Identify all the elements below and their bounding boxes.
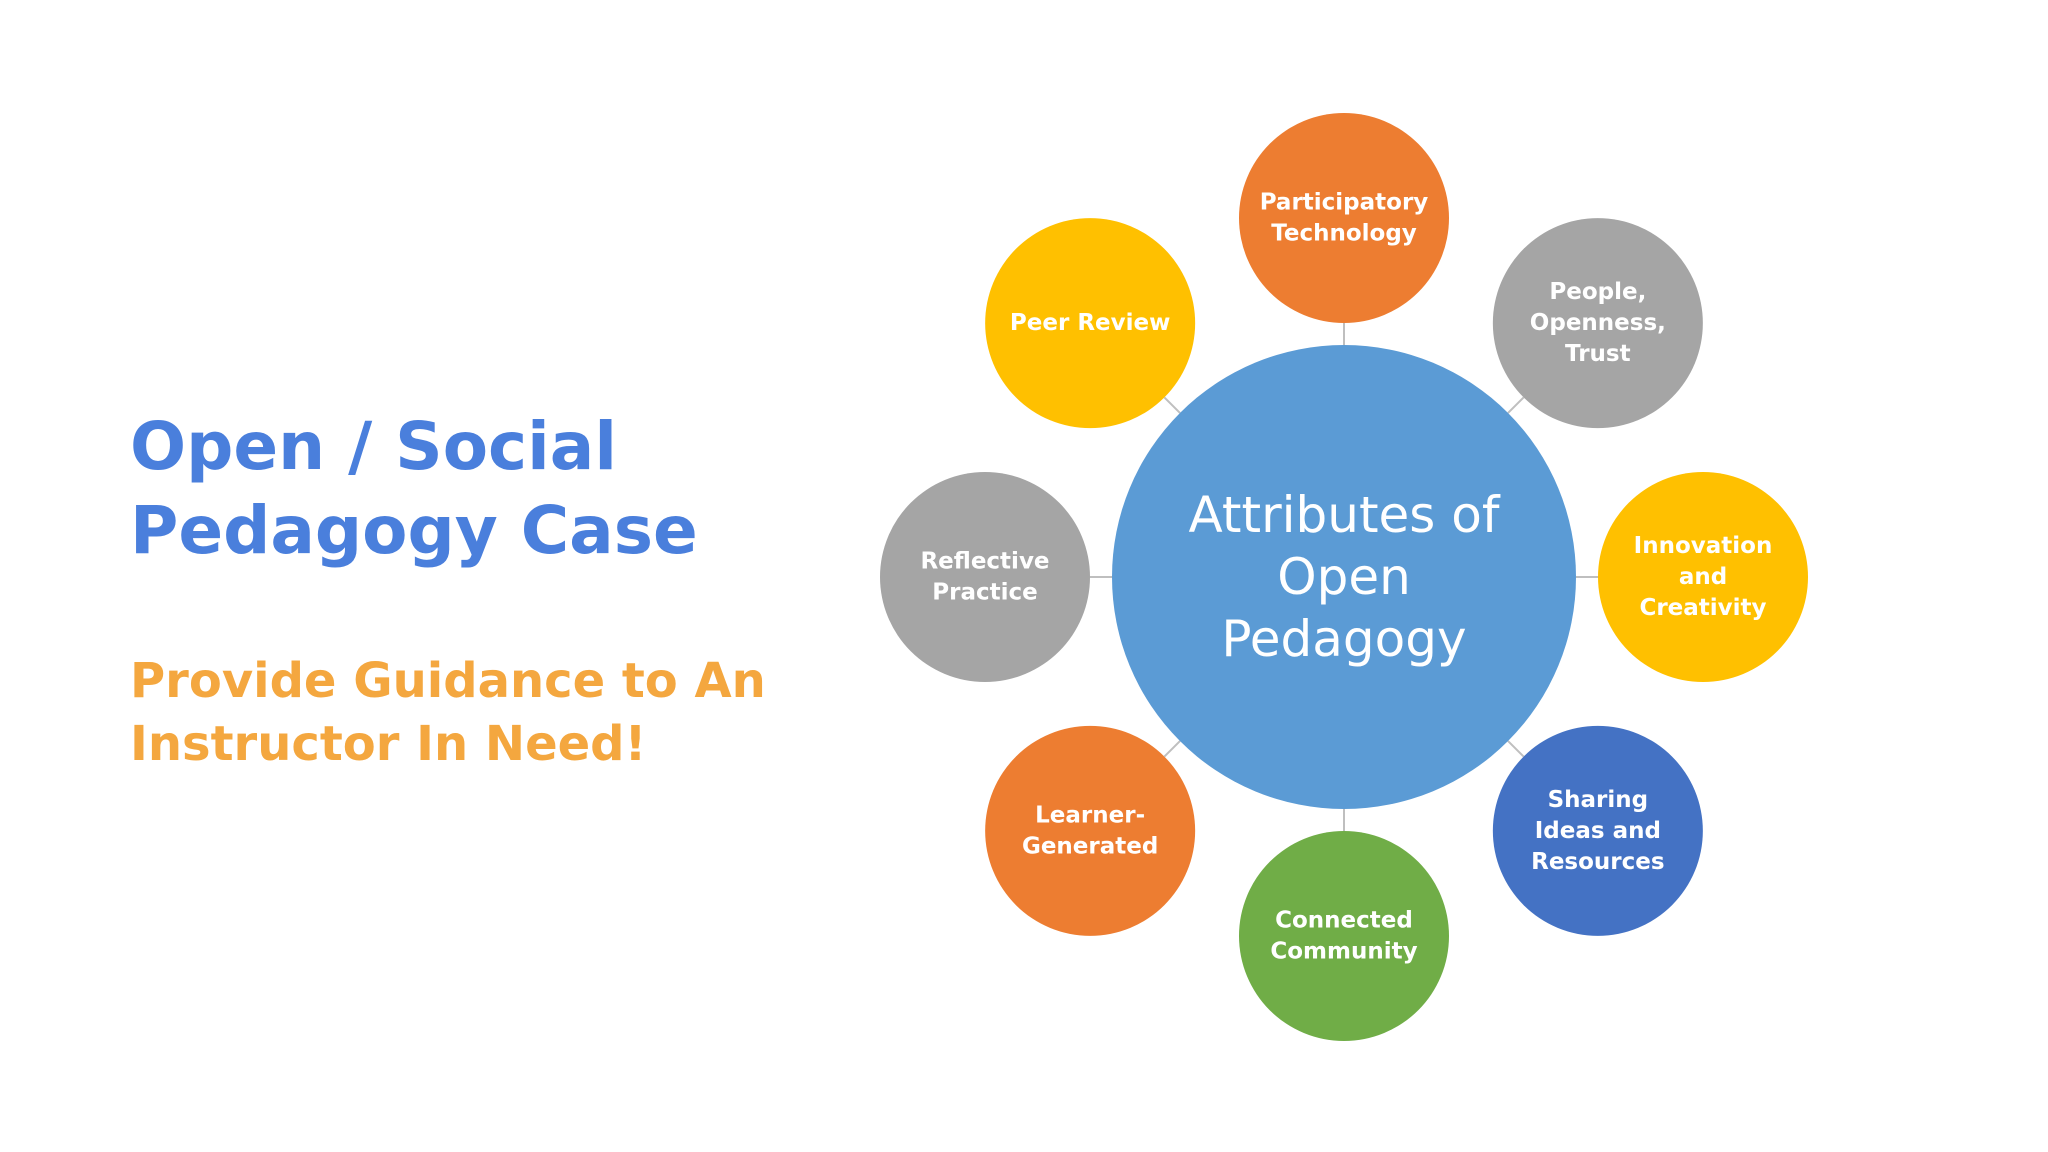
node-label-connected-community-1: Connected (1275, 908, 1413, 934)
node-label-learner-generated-2: Generated (1022, 833, 1158, 859)
node-label-sharing-ideas-and-resources-2: Ideas and (1535, 818, 1661, 844)
node-label-sharing-ideas-and-resources-1: Sharing (1548, 787, 1649, 813)
attributes-diagram-svg: Attributes ofOpenPedagogyParticipatoryTe… (880, 113, 1808, 1041)
node-learner-generated: Learner- Generated (985, 725, 1196, 936)
node-circle-sharing-ideas-and-resources (1492, 725, 1703, 936)
node-label-innovation-and-creativity-1: Innovation (1634, 533, 1773, 559)
connectors (1090, 323, 1598, 831)
center-hub-circle (1112, 345, 1576, 809)
connector-peer-review (1163, 396, 1181, 414)
node-peer-review: Peer Review (985, 218, 1196, 429)
node-label-people-openness-trust-3: Trust (1565, 341, 1631, 367)
node-people-openness-trust: People, Openness, Trust (1492, 218, 1703, 429)
node-circle-connected-community (1239, 831, 1449, 1041)
center-hub-label-2: Open (1277, 548, 1411, 606)
center-hub-label-1: Attributes of (1189, 486, 1501, 544)
node-label-participatory-technology-2: Technology (1271, 221, 1417, 247)
node-label-people-openness-trust-2: Openness, (1530, 310, 1666, 336)
node-circle-innovation-and-creativity (1598, 472, 1808, 682)
node-circle-people-openness-trust (1492, 218, 1703, 429)
connector-learner-generated (1163, 740, 1181, 758)
slide-title-line-1: Open / Social (130, 408, 617, 485)
node-label-participatory-technology-1: Participatory (1260, 190, 1429, 216)
node-label-innovation-and-creativity-2: and (1679, 564, 1727, 590)
node-circle-peer-review (985, 218, 1196, 429)
slide-title-line-2: Pedagogy Case (130, 492, 698, 569)
node-label-peer-review-1: Peer Review (1010, 310, 1170, 336)
node-circle-participatory-technology (1239, 113, 1449, 323)
node-label-reflective-practice-1: Reflective (920, 549, 1049, 575)
node-label-innovation-and-creativity-3: Creativity (1639, 595, 1766, 621)
node-label-connected-community-2: Community (1270, 939, 1417, 965)
slide-subtitle-line-2: Instructor In Need! (130, 716, 647, 772)
connector-people-openness-trust (1507, 396, 1525, 414)
center-hub-label-3: Pedagogy (1221, 610, 1466, 668)
node-circle-reflective-practice (880, 472, 1090, 682)
slide-subtitle-line-1: Provide Guidance to An (130, 653, 766, 709)
node-label-reflective-practice-2: Practice (932, 580, 1037, 606)
node-label-learner-generated-1: Learner- (1035, 802, 1145, 828)
node-circle-learner-generated (985, 725, 1196, 936)
slide-subtitle: Provide Guidance to An Instructor In Nee… (130, 650, 830, 776)
slide-title: Open / Social Pedagogy Case (130, 405, 750, 573)
node-label-people-openness-trust-1: People, (1549, 279, 1646, 305)
node-label-sharing-ideas-and-resources-3: Resources (1531, 849, 1664, 875)
connector-sharing-ideas-and-resources (1507, 740, 1525, 758)
